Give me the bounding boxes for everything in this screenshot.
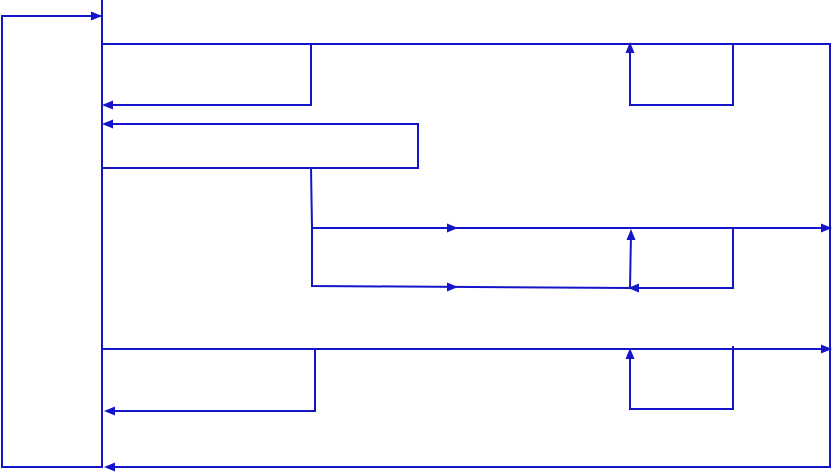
bottom-right-loop-line [629,346,734,410]
upper-branch-line [309,166,829,229]
left-loop-line [1,15,103,468]
arrowheads [91,11,832,472]
lower-branch-line [311,227,632,290]
arrow-into-bus-top [91,11,102,21]
mid-right-loop-line [631,227,734,289]
mid-block-line [101,123,419,169]
arrow-top-rail-return [104,462,115,472]
arrow-mid-loop-return [628,283,639,293]
arrow-top-return [102,100,113,110]
mid-riser-line [628,232,633,290]
arrow-bottom-return [104,406,115,416]
arrow-upper-branch-mid [447,223,458,233]
arrow-bottom-right-up [625,348,635,359]
top-right-loop-line [629,45,734,106]
bottom-return-line [107,348,316,412]
top-return-line [105,43,312,106]
top-rail-line [101,43,831,468]
arrow-mid-riser-up [626,229,636,240]
arrow-upper-branch-end [821,223,832,233]
arrow-bottom-rail-end [821,344,832,354]
arrow-lower-branch-mid [447,282,458,292]
arrow-top-right-up [625,42,635,53]
arrow-mid-block [102,119,113,129]
